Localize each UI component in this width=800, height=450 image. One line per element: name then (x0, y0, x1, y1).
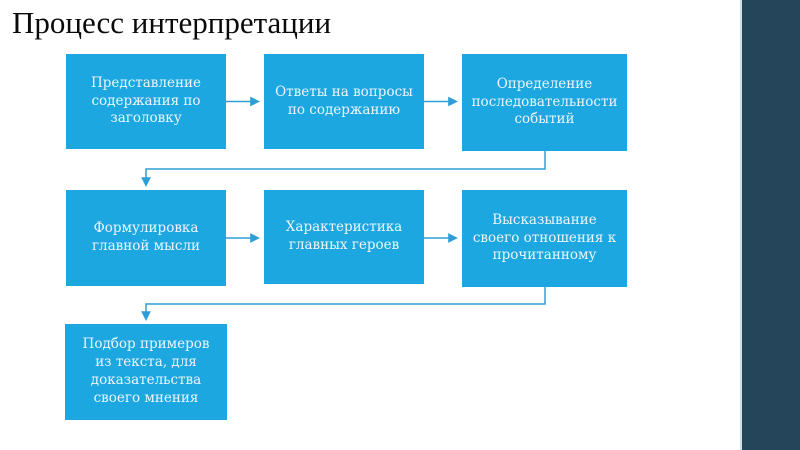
flow-box-6: Высказывание своего отношения к прочитан… (462, 190, 627, 287)
right-accent-bar (740, 0, 800, 450)
flow-box-1: Представление содержания по заголовку (66, 54, 226, 149)
flow-box-2: Ответы на вопросы по содержанию (264, 54, 424, 149)
flow-box-3: Определение последовательности событий (462, 54, 627, 151)
elbow-arrow-6-7 (141, 287, 546, 321)
flow-box-5: Характеристика главных героев (264, 190, 424, 284)
slide-title: Процесс интерпретации (12, 5, 332, 40)
flow-box-4: Формулировка главной мысли (66, 190, 226, 286)
flow-box-7: Подбор примеров из текста, для доказател… (65, 324, 227, 420)
elbow-arrow-3-4 (141, 151, 546, 187)
